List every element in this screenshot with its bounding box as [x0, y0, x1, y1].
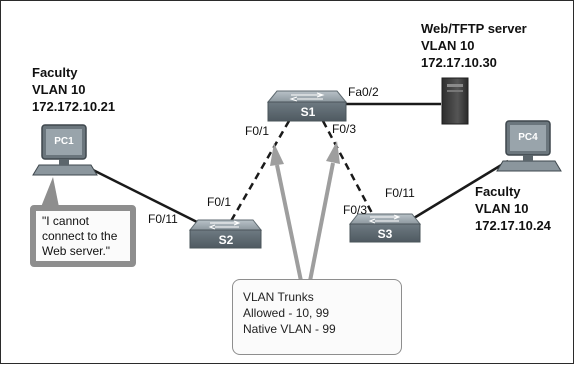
port-s2-f01: F0/1 [207, 195, 232, 209]
faculty-left-vlan: VLAN 10 [32, 82, 86, 97]
s2-label: S2 [218, 233, 234, 247]
server-vlan: VLAN 10 [421, 38, 475, 53]
callout-tail [41, 177, 59, 207]
port-s2-f011: F0/11 [148, 212, 178, 226]
web-tftp-server[interactable] [441, 77, 469, 125]
pc4-computer[interactable] [496, 120, 562, 172]
trunk-s1-s3 [321, 120, 375, 216]
server-title: Web/TFTP server [421, 21, 527, 36]
s3-label: S3 [377, 227, 393, 241]
switch-s1[interactable] [266, 90, 348, 122]
callout-line-3: Web server." [42, 244, 111, 258]
pc1-label: PC1 [54, 136, 74, 147]
port-s3-f03: F0/3 [343, 203, 368, 217]
trunk-s1-s2 [229, 120, 291, 222]
faculty-left-title: Faculty [32, 65, 78, 80]
faculty-right-vlan: VLAN 10 [475, 201, 529, 216]
s1-label: S1 [300, 105, 316, 119]
trunk-arrows [270, 141, 340, 282]
trunk-info-box: VLAN Trunks Allowed - 10, 99 Native VLAN… [232, 279, 402, 355]
callout-line-2: connect to the [42, 229, 118, 243]
faculty-left-ip: 172.172.10.21 [32, 99, 116, 114]
switch-s2[interactable] [188, 219, 263, 249]
faculty-right-ip: 172.17.10.24 [475, 218, 551, 233]
user-complaint-callout: "I cannot connect to the Web server." [30, 205, 136, 267]
port-s3-f011: F0/11 [385, 186, 415, 200]
callout-line-1: "I cannot [42, 214, 89, 228]
link-s3-pc4 [408, 159, 509, 223]
pc1-computer[interactable] [32, 124, 98, 176]
switch-s3[interactable] [348, 213, 422, 243]
pc4-label: PC4 [518, 132, 538, 143]
trunk-info-line-1: VLAN Trunks [243, 290, 314, 304]
server-ip: 172.17.10.30 [421, 55, 497, 70]
port-s1-fa02: Fa0/2 [348, 85, 379, 99]
trunk-info-line-2: Allowed - 10, 99 [243, 306, 330, 320]
port-s1-f03: F0/3 [332, 122, 357, 136]
faculty-right-title: Faculty [475, 184, 521, 199]
port-s1-f01: F0/1 [245, 124, 270, 138]
trunk-info-line-3: Native VLAN - 99 [243, 322, 336, 336]
